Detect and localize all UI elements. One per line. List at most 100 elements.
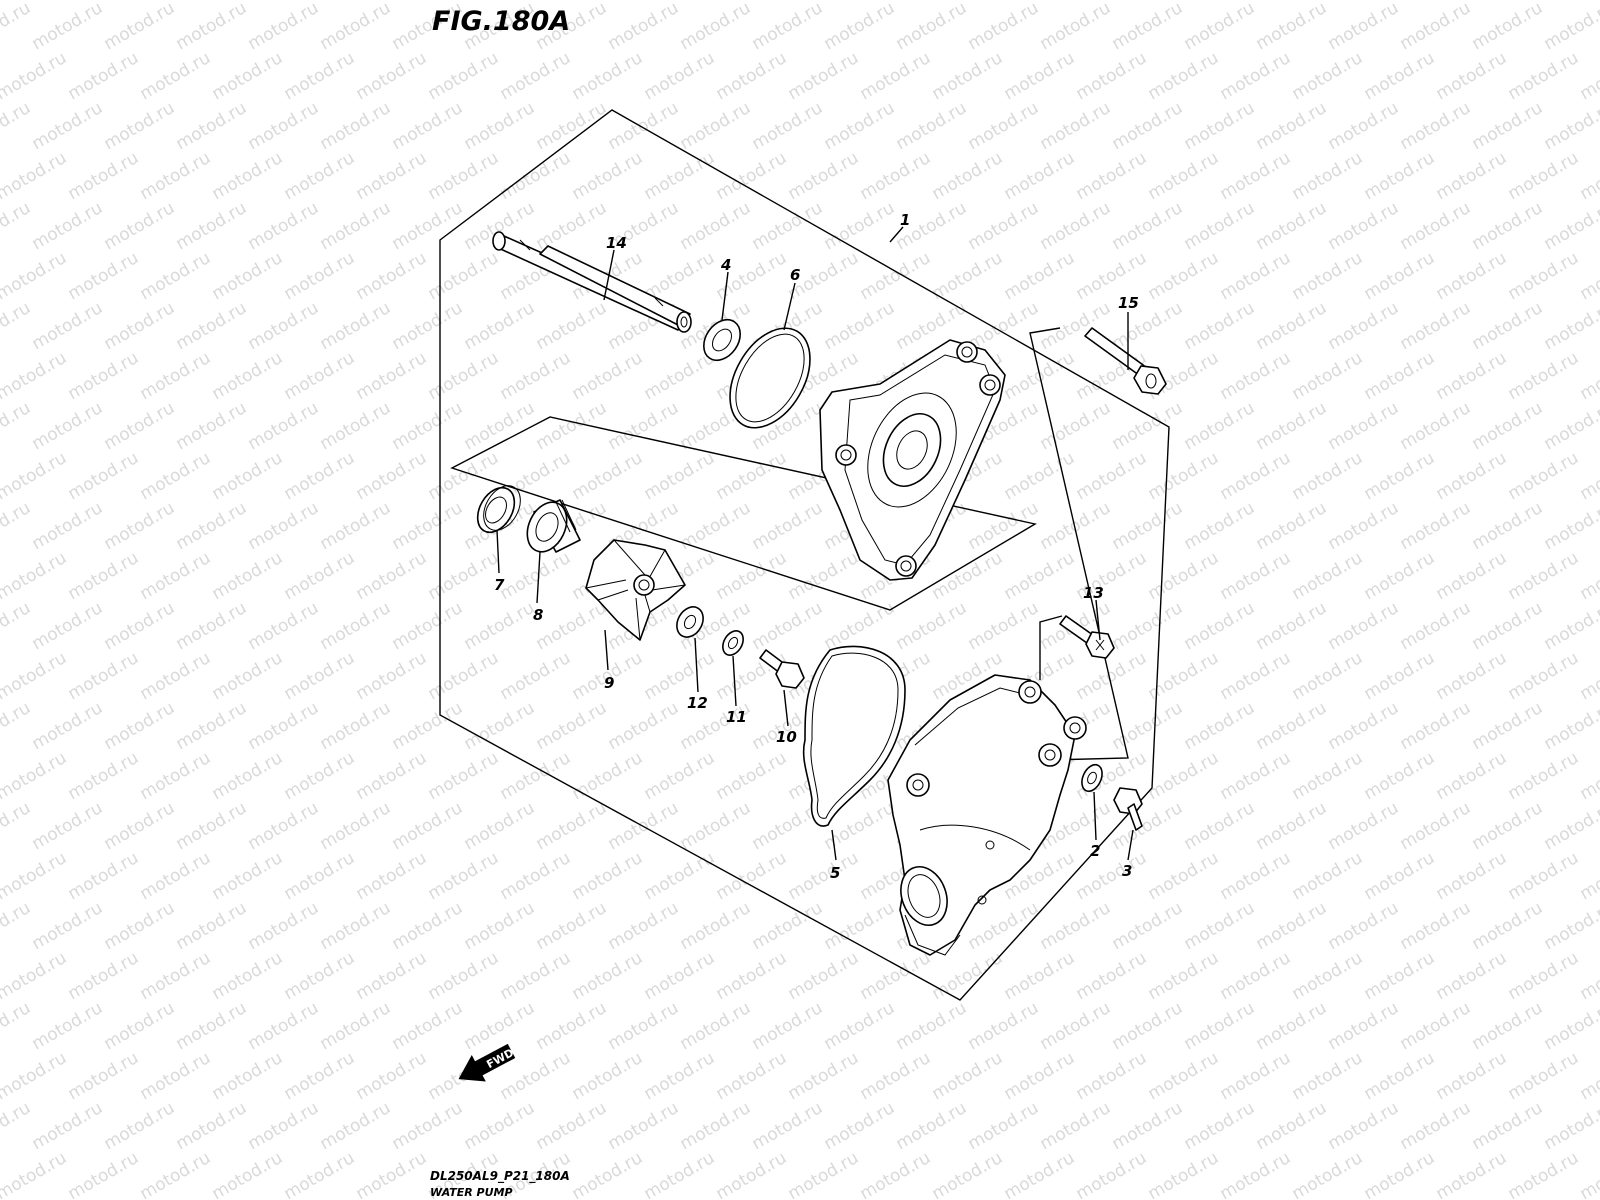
watermark-text: motod.ru [1253,0,1331,54]
watermark-text: motod.ru [1577,48,1600,104]
watermark-text: motod.ru [1433,0,1511,4]
watermark-text: motod.ru [1109,0,1187,54]
watermark-text: motod.ru [1289,1148,1367,1200]
watermark-text: motod.ru [0,698,34,754]
watermark-text: motod.ru [101,1098,179,1154]
watermark-text: motod.ru [1361,1148,1439,1200]
watermark-text: motod.ru [209,48,287,104]
callout-7: 7 [494,576,505,594]
watermark-text: motod.ru [1253,898,1331,954]
watermark-text: motod.ru [425,148,503,204]
watermark-text: motod.ru [173,698,251,754]
watermark-text: motod.ru [29,1098,107,1154]
watermark-text: motod.ru [1469,598,1547,654]
watermark-text: motod.ru [0,198,34,254]
watermark-text: motod.ru [137,748,215,804]
watermark-text: motod.ru [173,798,251,854]
watermark-text: motod.ru [785,848,863,904]
watermark-text: motod.ru [1073,1148,1151,1200]
watermark-text: motod.ru [1433,1048,1511,1104]
watermark-text: motod.ru [461,998,539,1054]
watermark-text: motod.ru [1109,898,1187,954]
watermark-text: motod.ru [1361,448,1439,504]
watermark-text: motod.ru [425,548,503,604]
callout-11: 11 [726,708,747,726]
watermark-text: motod.ru [317,698,395,754]
watermark-text: motod.ru [0,248,70,304]
watermark-text: motod.ru [677,898,755,954]
watermark-text: motod.ru [101,298,179,354]
washer-part-2 [1081,763,1103,793]
watermark-text: motod.ru [533,1098,611,1154]
watermark-text: motod.ru [533,598,611,654]
watermark-text: motod.ru [749,498,827,554]
watermark-text: motod.ru [1577,348,1600,404]
watermark-text: motod.ru [965,998,1043,1054]
watermark-text: motod.ru [29,98,107,154]
watermark-text: motod.ru [317,498,395,554]
watermark-text: motod.ru [1217,0,1295,4]
watermark-text: motod.ru [1577,148,1600,204]
watermark-text: motod.ru [245,598,323,654]
watermark-text: motod.ru [1145,1148,1223,1200]
watermark-text: motod.ru [1541,698,1600,754]
watermark-text: motod.ru [1505,1048,1583,1104]
watermark-text: motod.ru [461,398,539,454]
watermark-text: motod.ru [101,98,179,154]
figure-code: DL250AL9_P21_180A [430,1169,570,1184]
watermark-text: motod.ru [1253,198,1331,254]
watermark-text: motod.ru [353,648,431,704]
watermark-text: motod.ru [569,1148,647,1200]
watermark-text: motod.ru [785,1048,863,1104]
watermark-text: motod.ru [0,998,34,1054]
watermark-text: motod.ru [713,148,791,204]
watermark-text: motod.ru [1253,298,1331,354]
callout-3: 3 [1122,862,1132,880]
watermark-text: motod.ru [1145,548,1223,604]
watermark-text: motod.ru [965,0,1043,54]
watermark-text: motod.ru [1397,0,1475,54]
watermark-text: motod.ru [0,948,70,1004]
watermark-text: motod.ru [497,148,575,204]
watermark-text: motod.ru [929,1148,1007,1200]
watermark-text: motod.ru [749,98,827,154]
watermark-text: motod.ru [893,98,971,154]
watermark-text: motod.ru [1037,398,1115,454]
watermark-text: motod.ru [713,48,791,104]
watermark-text: motod.ru [569,848,647,904]
watermark-text: motod.ru [425,348,503,404]
watermark-text: motod.ru [1541,1098,1600,1154]
watermark-text: motod.ru [281,48,359,104]
watermark-text: motod.ru [29,198,107,254]
watermark-text: motod.ru [1253,498,1331,554]
watermark-text: motod.ru [1001,1048,1079,1104]
watermark-text: motod.ru [353,548,431,604]
watermark-text: motod.ru [1433,248,1511,304]
watermark-text: motod.ru [425,48,503,104]
watermark-text: motod.ru [1469,998,1547,1054]
watermark-text: motod.ru [1109,598,1187,654]
watermark-text: motod.ru [497,0,575,4]
watermark-text: motod.ru [101,698,179,754]
watermark-text: motod.ru [749,598,827,654]
watermark-text: motod.ru [389,698,467,754]
watermark-text: motod.ru [569,348,647,404]
watermark-text: motod.ru [1397,1098,1475,1154]
watermark-text: motod.ru [0,1098,34,1154]
watermark-text: motod.ru [1253,798,1331,854]
watermark-text: motod.ru [65,1148,143,1200]
watermark-text: motod.ru [137,48,215,104]
watermark-text: motod.ru [1217,748,1295,804]
watermark-text: motod.ru [1109,198,1187,254]
watermark-text: motod.ru [1325,198,1403,254]
watermark-text: motod.ru [929,1048,1007,1104]
watermark-text: motod.ru [605,98,683,154]
watermark-text: motod.ru [0,48,70,104]
watermark-text: motod.ru [1361,548,1439,604]
watermark-text: motod.ru [929,0,1007,4]
watermark-text: motod.ru [173,898,251,954]
watermark-text: motod.ru [0,898,34,954]
watermark-text: motod.ru [209,1148,287,1200]
watermark-text: motod.ru [1145,48,1223,104]
watermark-text: motod.ru [1073,48,1151,104]
